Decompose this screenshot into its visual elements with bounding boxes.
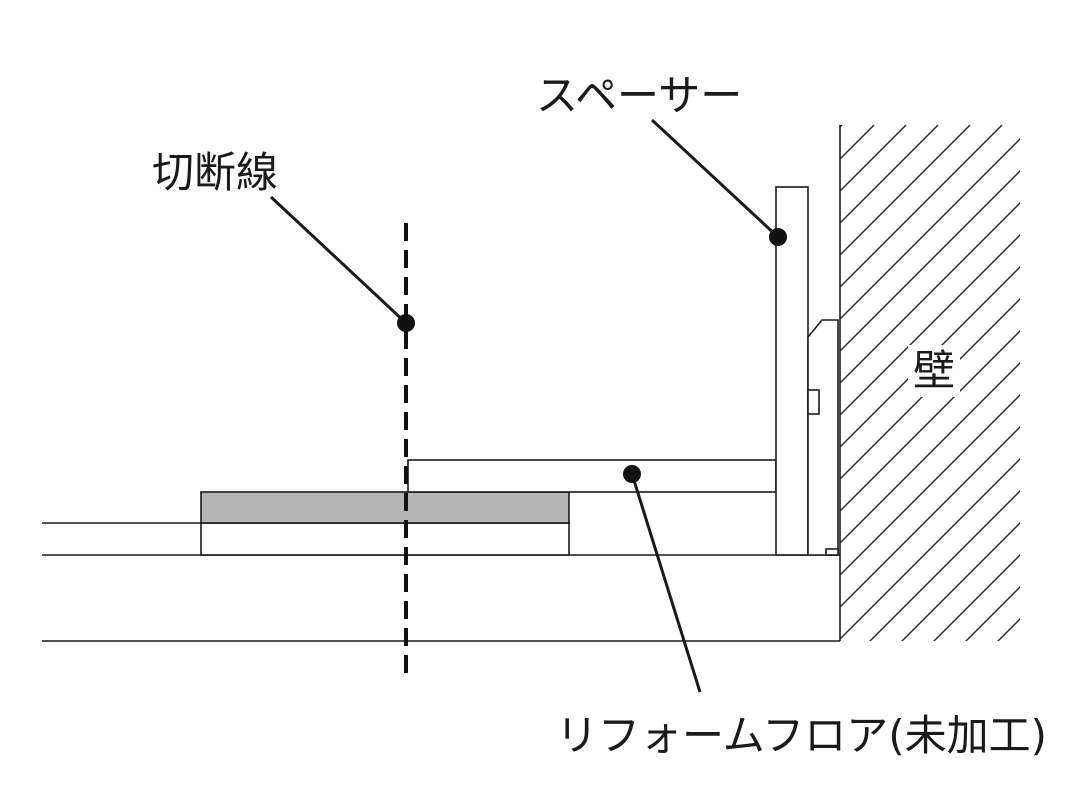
hatch-line: [840, 138, 1020, 320]
existing-floor-lower-panel: [200, 522, 570, 556]
spacer-dot: [769, 228, 787, 246]
hatch-line: [840, 426, 1020, 608]
hatch-line: [840, 170, 1020, 352]
cut-line-dot: [397, 314, 415, 332]
hatch-line: [840, 330, 1020, 512]
hatch-line: [840, 234, 1020, 416]
reform-floor-label: リフォームフロア(未加工): [556, 711, 1047, 760]
hatch-line: [901, 522, 1020, 641]
wall-trim-foot: [825, 548, 839, 556]
reform-floor-dot: [623, 465, 641, 483]
reform-floor-leader: [630, 473, 702, 693]
hatch-line: [840, 125, 939, 224]
hatch-line: [997, 618, 1020, 641]
hatch-line: [840, 394, 1020, 576]
hatch-line: [840, 125, 843, 128]
hatch-line: [840, 125, 971, 256]
reform-floor-board: [407, 459, 777, 493]
hatch-line: [1026, 125, 1080, 645]
hatch-line: [840, 266, 1020, 448]
cut-line-leader: [269, 195, 408, 325]
spacer-label: スペーサー: [536, 71, 742, 120]
cut-line-label: 切断線: [152, 148, 278, 197]
hatch-line: [840, 202, 1020, 384]
hatch-line: [840, 125, 1003, 288]
hatch-line: [840, 362, 1020, 544]
gray-floor-board: [200, 491, 570, 524]
hatch-line: [965, 586, 1020, 641]
wall-hatching: [290, 125, 1080, 645]
wall-trim-profile: [807, 319, 839, 556]
existing-floor: [42, 491, 570, 556]
wall-trim-notch: [807, 389, 820, 415]
spacer-assembly: [775, 186, 839, 556]
spacer-leader: [650, 118, 780, 239]
hatch-line: [290, 125, 810, 645]
hatch-line: [933, 554, 1020, 641]
subfloor: [42, 554, 840, 642]
wall-label: 壁: [913, 346, 955, 395]
hatch-line: [869, 490, 1020, 641]
spacer-board: [775, 186, 809, 556]
wall: [290, 125, 1080, 645]
hatch-line: [840, 458, 1020, 640]
wall-label-backdrop: [908, 345, 960, 397]
